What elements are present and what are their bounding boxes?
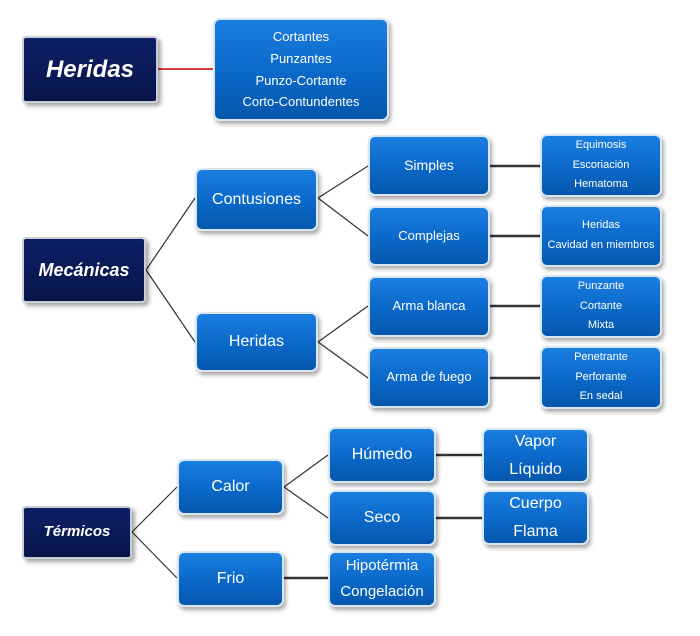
complejas-item: Heridas bbox=[582, 219, 620, 232]
mecanicas-root-label: Mecánicas bbox=[38, 259, 130, 280]
connector-heridas-arma-fuego bbox=[317, 341, 369, 379]
frio-node: Frio bbox=[177, 551, 284, 607]
humedo-items-node: Vapor Líquido bbox=[482, 428, 589, 483]
seco-items-node: Cuerpo Flama bbox=[482, 490, 589, 545]
heridas-root-label: Heridas bbox=[45, 55, 135, 83]
heridas-type-item: Corto-Contundentes bbox=[242, 94, 360, 110]
complejas-node: Complejas bbox=[368, 206, 490, 266]
frio-items-node: Hipotérmia Congelación bbox=[328, 551, 436, 607]
calor-label: Calor bbox=[211, 478, 250, 495]
connector-contusiones-simples bbox=[317, 165, 369, 199]
heridas-type-item: Punzo-Cortante bbox=[255, 72, 347, 88]
seco-item: Flama bbox=[513, 522, 558, 540]
humedo-label: Húmedo bbox=[351, 446, 413, 463]
simples-items-node: Equimosis Escoriación Hematoma bbox=[540, 134, 662, 197]
humedo-item: Vapor bbox=[514, 433, 557, 451]
arma-blanca-node: Arma blanca bbox=[368, 276, 490, 337]
connector-mecanicas-contusiones bbox=[145, 197, 196, 271]
complejas-item: Cavidad en miembros bbox=[547, 239, 655, 251]
arma-fuego-label: Arma de fuego bbox=[386, 369, 472, 385]
simples-item: Equimosis bbox=[575, 138, 627, 151]
termicos-root-label: Térmicos bbox=[43, 523, 111, 541]
connector-calor-seco bbox=[283, 486, 329, 519]
complejas-label: Complejas bbox=[398, 227, 460, 243]
simples-node: Simples bbox=[368, 135, 490, 196]
connector-heridas-arma-blanca bbox=[317, 305, 369, 343]
mecanicas-heridas-node: Heridas bbox=[195, 312, 318, 372]
contusiones-label: Contusiones bbox=[212, 190, 301, 208]
connector-mecanicas-heridas bbox=[145, 269, 196, 343]
connector-termicos-frio bbox=[131, 531, 178, 579]
simples-item: Escoriación bbox=[572, 158, 630, 171]
mecanicas-heridas-label: Heridas bbox=[228, 333, 285, 350]
arma-fuego-item: En sedal bbox=[579, 390, 623, 403]
complejas-items-node: Heridas Cavidad en miembros bbox=[540, 205, 662, 267]
mecanicas-root-node: Mecánicas bbox=[22, 237, 146, 303]
heridas-type-item: Cortantes bbox=[272, 28, 330, 44]
arma-fuego-node: Arma de fuego bbox=[368, 347, 490, 408]
frio-item: Congelación bbox=[340, 583, 424, 600]
arma-blanca-item: Punzante bbox=[577, 279, 625, 292]
seco-item: Cuerpo bbox=[509, 495, 562, 513]
seco-node: Seco bbox=[328, 490, 436, 546]
arma-fuego-item: Perforante bbox=[575, 370, 627, 383]
connector-contusiones-complejas bbox=[317, 197, 369, 237]
seco-label: Seco bbox=[363, 509, 401, 526]
termicos-root-node: Térmicos bbox=[22, 506, 132, 559]
heridas-type-item: Punzantes bbox=[270, 50, 332, 66]
heridas-types-node: Cortantes Punzantes Punzo-Cortante Corto… bbox=[213, 18, 389, 121]
heridas-root-node: Heridas bbox=[22, 36, 158, 103]
contusiones-node: Contusiones bbox=[195, 168, 318, 231]
frio-item: Hipotérmia bbox=[345, 556, 419, 574]
arma-blanca-label: Arma blanca bbox=[392, 298, 466, 314]
humedo-item: Líquido bbox=[509, 460, 562, 478]
arma-fuego-items-node: Penetrante Perforante En sedal bbox=[540, 346, 662, 409]
humedo-node: Húmedo bbox=[328, 427, 436, 483]
arma-fuego-item: Penetrante bbox=[574, 350, 628, 363]
simples-item: Hematoma bbox=[574, 178, 628, 191]
calor-node: Calor bbox=[177, 459, 284, 515]
frio-label: Frio bbox=[216, 570, 245, 587]
simples-label: Simples bbox=[404, 156, 454, 173]
connector-termicos-calor bbox=[131, 486, 178, 533]
arma-blanca-item: Cortante bbox=[579, 299, 623, 312]
arma-blanca-item: Mixta bbox=[587, 319, 615, 332]
connector-calor-humedo bbox=[283, 454, 329, 488]
arma-blanca-items-node: Punzante Cortante Mixta bbox=[540, 275, 662, 338]
